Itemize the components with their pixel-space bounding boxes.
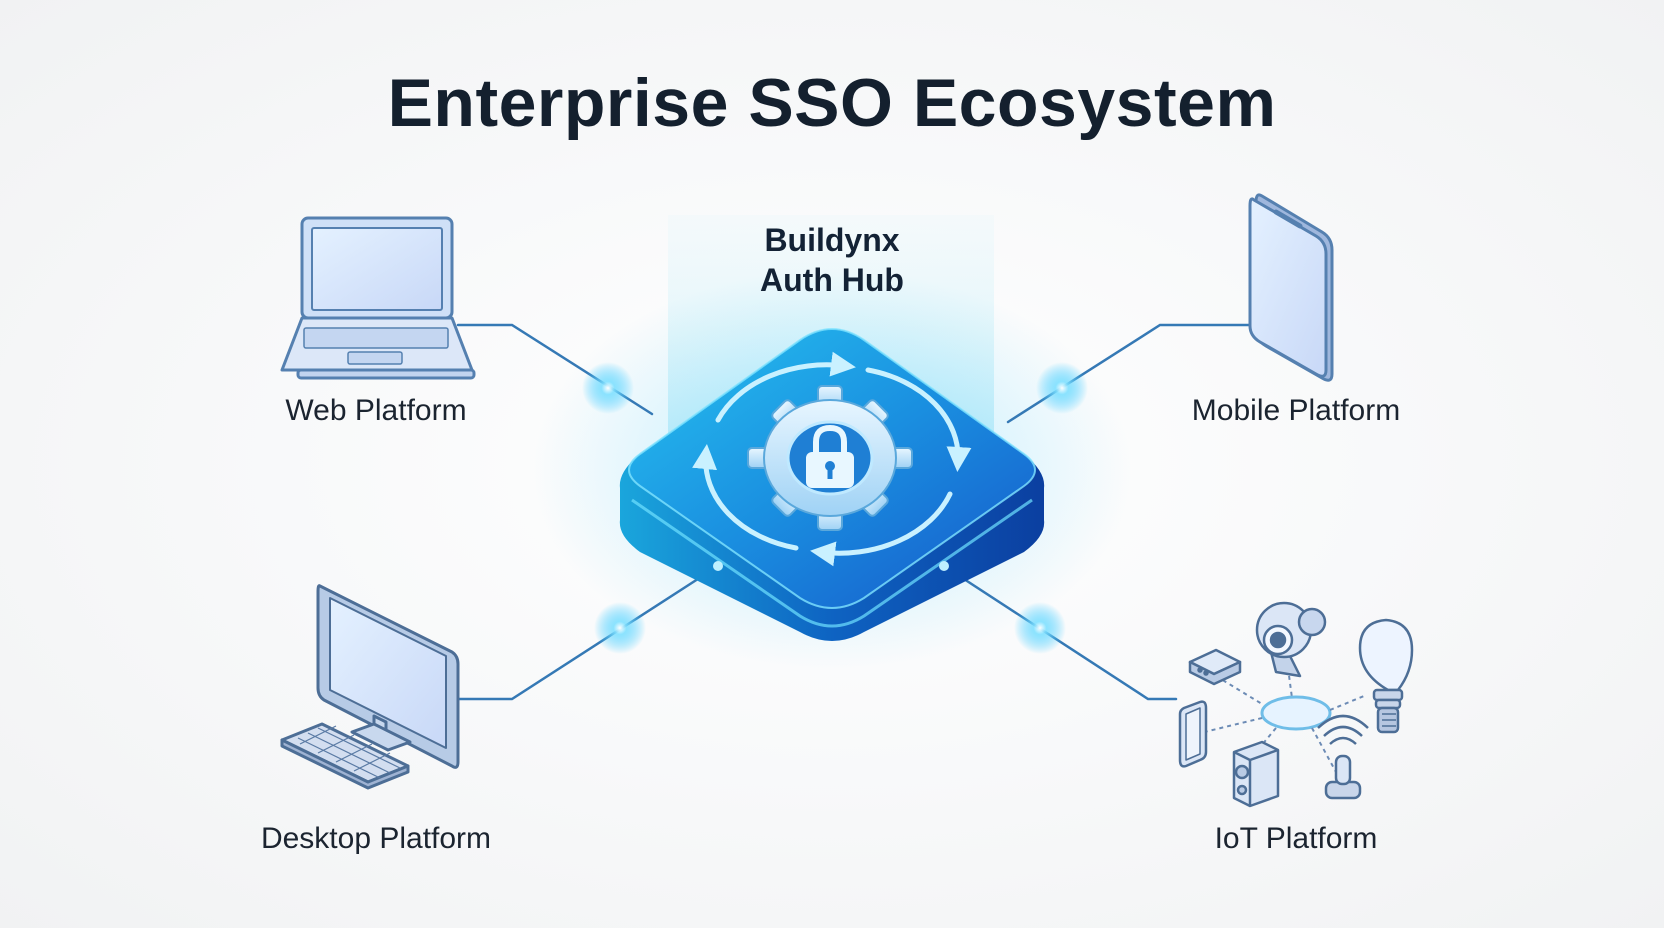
lightbulb-icon bbox=[1358, 618, 1414, 734]
router-icon bbox=[1188, 648, 1242, 686]
smart-speaker-icon bbox=[1232, 740, 1280, 808]
diagram-title: Enterprise SSO Ecosystem bbox=[387, 65, 1277, 141]
sync-arrows-icon bbox=[692, 351, 972, 567]
desktop-platform-label: Desktop Platform bbox=[260, 822, 492, 855]
laptop-icon bbox=[280, 216, 476, 380]
glow-node-desktop bbox=[594, 602, 646, 654]
web-platform-label: Web Platform bbox=[285, 394, 467, 427]
gear-icon bbox=[747, 385, 913, 531]
hub-label-line1: Buildynx bbox=[764, 222, 900, 258]
lock-icon bbox=[806, 424, 854, 488]
wifi-sensor-icon bbox=[1317, 714, 1369, 800]
hub-label-line2: Auth Hub bbox=[760, 262, 904, 298]
iot-platform-label: IoT Platform bbox=[1214, 822, 1378, 855]
connection-iot bbox=[942, 564, 1178, 701]
iot-devices-icon bbox=[1178, 601, 1414, 808]
glow-node-web bbox=[582, 362, 634, 414]
desktop-computer-icon bbox=[280, 584, 460, 790]
camera-icon bbox=[1255, 601, 1327, 678]
mobile-platform-label: Mobile Platform bbox=[1191, 394, 1401, 427]
glow-node-iot bbox=[1014, 602, 1066, 654]
hub-label: Buildynx Auth Hub bbox=[682, 220, 982, 300]
tablet-icon bbox=[1178, 700, 1208, 768]
glow-node-mobile bbox=[1036, 362, 1088, 414]
auth-hub bbox=[619, 328, 1045, 641]
smartphone-icon bbox=[1248, 193, 1334, 382]
connection-desktop bbox=[456, 564, 720, 701]
